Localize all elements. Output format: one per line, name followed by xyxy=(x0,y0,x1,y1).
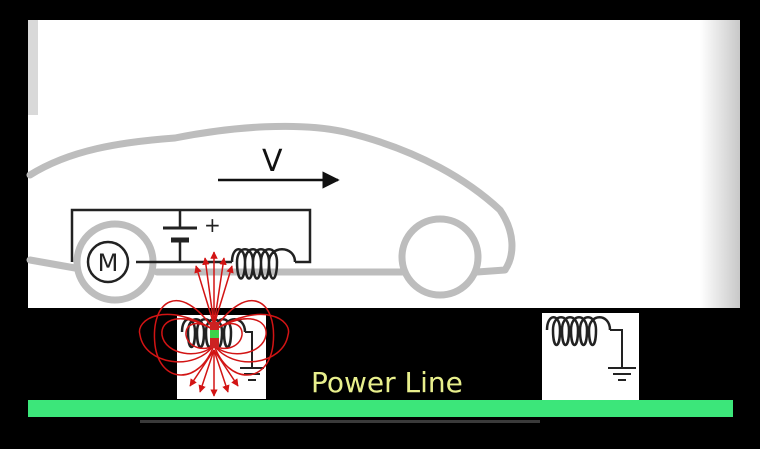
velocity-label: V xyxy=(262,144,283,179)
right-shadow xyxy=(700,20,740,308)
road-coil-2 xyxy=(545,316,612,347)
ground-symbol-2 xyxy=(608,367,636,381)
circuit-wire xyxy=(70,208,312,264)
car-coil xyxy=(230,248,297,280)
front-wheel xyxy=(398,215,482,299)
magnet-core-green xyxy=(210,330,219,338)
road-reflection xyxy=(140,420,540,423)
sky-panel xyxy=(28,20,740,308)
motor-label: M xyxy=(98,249,119,277)
left-gray-edge xyxy=(28,20,38,115)
battery-plus-label: + xyxy=(204,213,221,237)
field-rays xyxy=(189,251,239,397)
car-front-bottom xyxy=(26,256,79,272)
road-coil-2-lead xyxy=(610,329,623,368)
car-circuit xyxy=(70,208,312,264)
motor-symbol xyxy=(86,240,130,284)
power-line-label: Power Line xyxy=(311,366,463,399)
car-body xyxy=(26,122,516,276)
magnetic-field xyxy=(138,299,290,376)
power-line xyxy=(28,400,733,417)
road-coil-1-lead xyxy=(245,331,253,368)
